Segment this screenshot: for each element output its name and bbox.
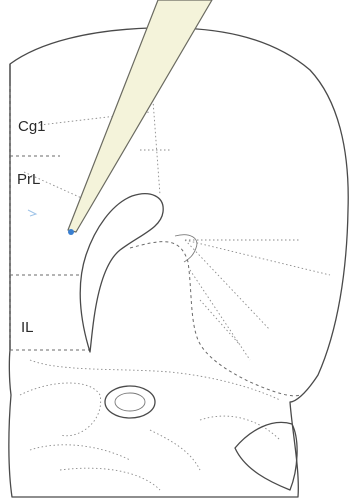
label-il: IL xyxy=(21,319,34,336)
anterior-commissure xyxy=(105,386,155,418)
injection-site-marker xyxy=(68,229,74,235)
radial-dotted-lines xyxy=(24,60,330,360)
faint-mark xyxy=(28,210,36,216)
lateral-ventricle xyxy=(80,194,163,352)
corpus-callosum xyxy=(175,235,197,262)
micropipette-icon xyxy=(68,0,212,232)
anterior-commissure-inner xyxy=(115,393,145,411)
ventral-contour xyxy=(235,422,297,490)
label-prl: PrL xyxy=(17,171,40,188)
ventral-dotted-regions xyxy=(20,360,280,490)
label-cg1: Cg1 xyxy=(18,118,46,135)
striatum-boundary xyxy=(130,242,300,396)
hemisphere-outline xyxy=(9,28,348,497)
